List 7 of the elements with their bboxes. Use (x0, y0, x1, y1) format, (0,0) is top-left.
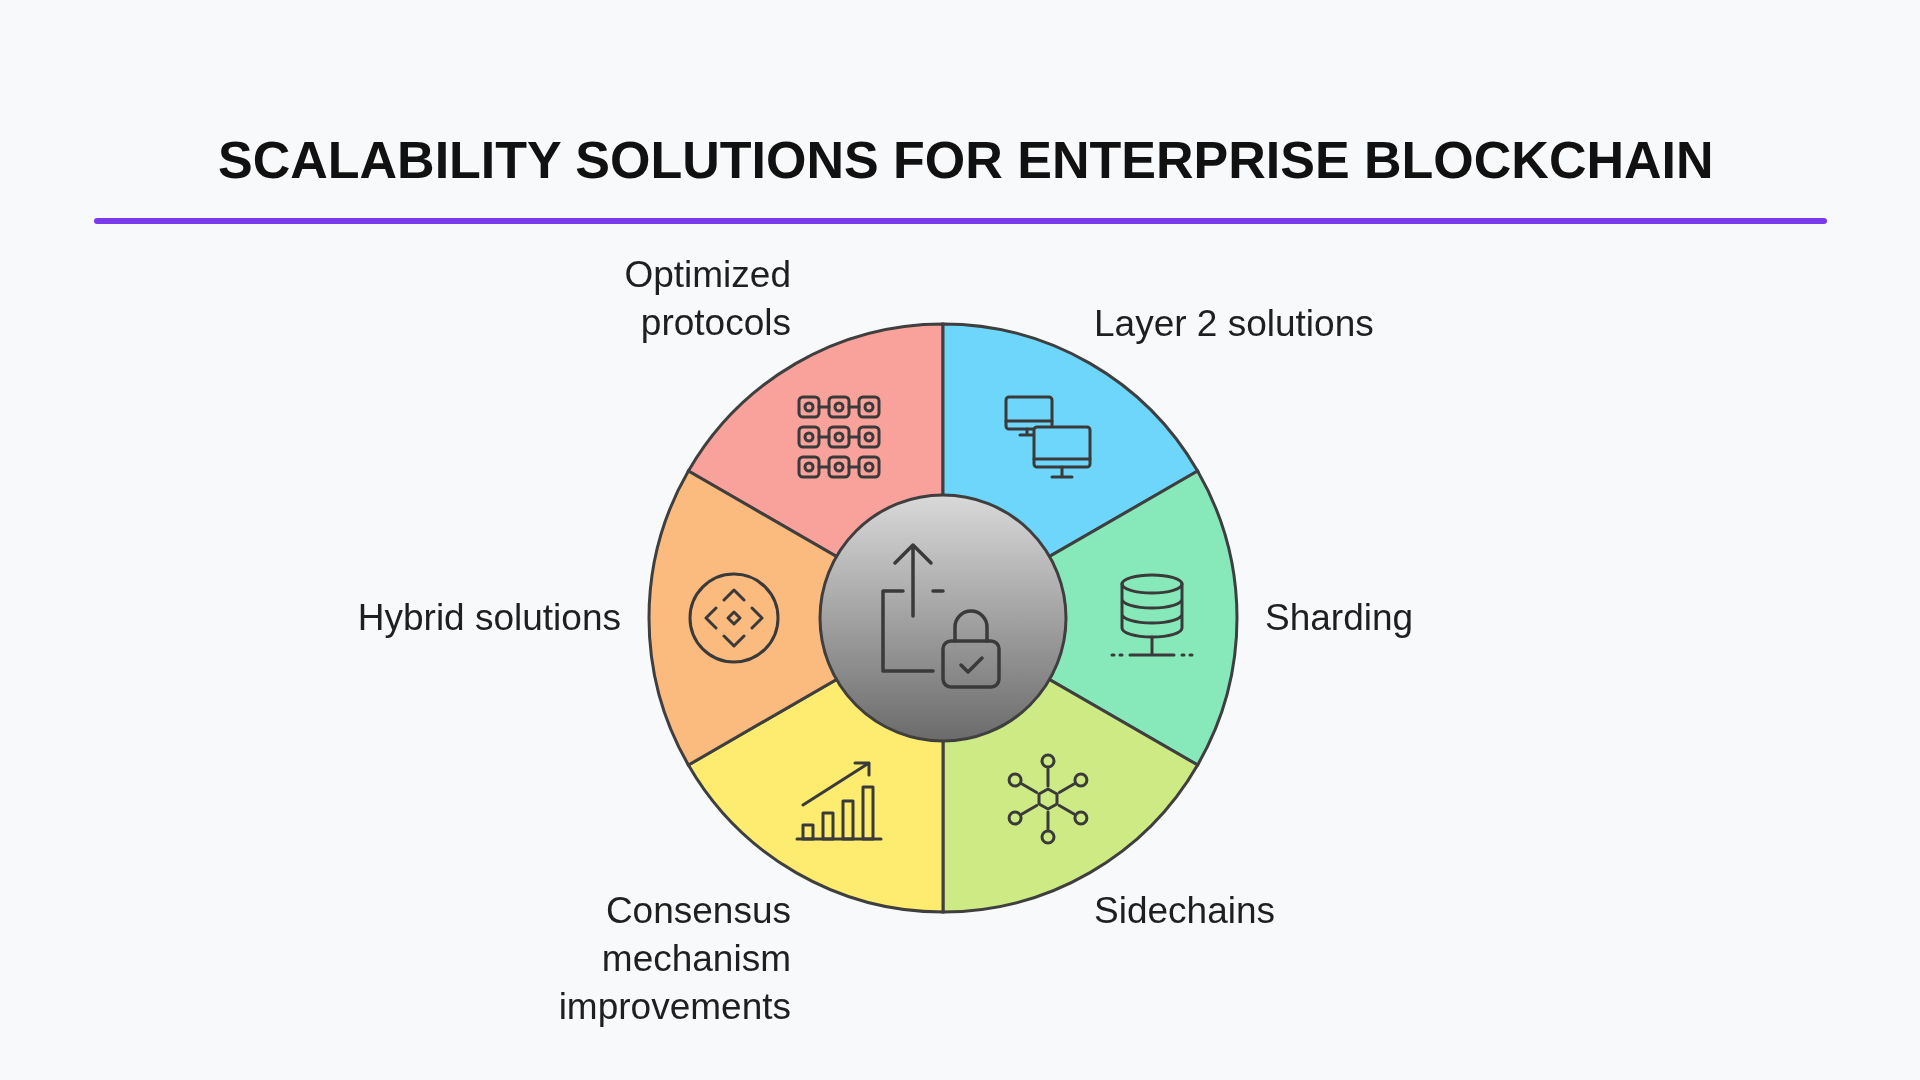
segment-label: Sharding (1265, 596, 1415, 640)
title: SCALABILITY SOLUTIONS FOR ENTERPRISE BLOCKCHAIN (218, 130, 1714, 191)
segment-label: Layer 2 solutions (1094, 302, 1375, 346)
segment-label: Hybrid solutions (356, 596, 621, 640)
segment-label: Consensus mechanism improvements (557, 889, 791, 1029)
segment-label: Optimized protocols (623, 253, 791, 345)
segment-label: Sidechains (1094, 889, 1276, 933)
